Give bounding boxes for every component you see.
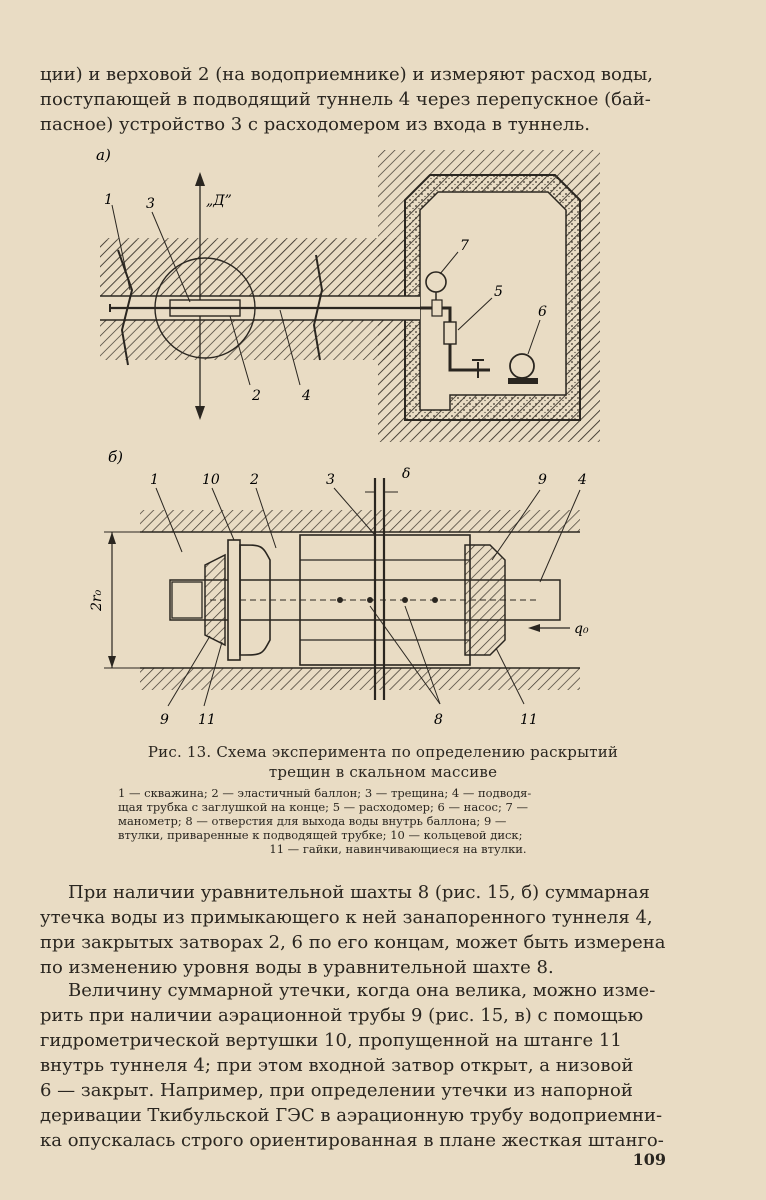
hole — [367, 597, 373, 603]
delta-label: δ — [402, 466, 410, 482]
text-line: Величину суммарной утечки, когда она вел… — [68, 980, 656, 1001]
hole — [432, 597, 438, 603]
legend-line: манометр; 8 — отверстия для выхода воды … — [118, 814, 507, 828]
text-line: по изменению уровня воды в уравнительной… — [40, 957, 554, 978]
flow-label: q₀ — [574, 621, 589, 637]
label-b-11-bottom: 11 — [198, 712, 216, 728]
text-line: ции) и верховой 2 (на водоприемнике) и и… — [40, 64, 654, 85]
nut-left — [204, 553, 226, 647]
label-b-2: 2 — [249, 472, 259, 488]
paragraph-2: Величину суммарной утечки, когда она вел… — [40, 978, 730, 1153]
rock-top-band — [140, 510, 580, 532]
label-b-10: 10 — [202, 472, 220, 488]
legend-line: втулки, приваренные к подводящей трубке;… — [118, 828, 523, 842]
top-paragraph: ции) и верховой 2 (на водоприемнике) и и… — [40, 62, 730, 137]
text-line: внутрь туннеля 4; при этом входной затво… — [40, 1055, 634, 1076]
figure-a: а) „Д” — [96, 146, 600, 442]
text-line: ка опускалась строго ориентированная в п… — [40, 1130, 664, 1151]
paragraph-1: При наличии уравнительной шахты 8 (рис. … — [40, 880, 730, 980]
label-a-3: 3 — [146, 196, 155, 212]
text-line: поступающей в подводящий туннель 4 через… — [40, 89, 651, 110]
label-b-4: 4 — [577, 472, 587, 488]
caption-line: трещин в скальном массиве — [268, 763, 498, 781]
page-number: 109 — [632, 1150, 666, 1169]
figure-13-diagram: а) „Д” — [89, 146, 600, 728]
label-b-9: 9 — [538, 472, 547, 488]
figure-legend: 1 — скважина; 2 — эластичный баллон; 3 —… — [118, 786, 678, 856]
figure-b: б) 2r₀ — [89, 448, 589, 728]
hole — [402, 597, 408, 603]
label-b-1: 1 — [150, 472, 159, 488]
legend-line: 1 — скважина; 2 — эластичный баллон; 3 —… — [118, 786, 532, 800]
label-b-11-right: 11 — [520, 712, 538, 728]
label-b-9-bottom: 9 — [160, 712, 169, 728]
crack-1 — [117, 249, 134, 366]
text-line: рить при наличии аэрационной трубы 9 (ри… — [40, 1005, 644, 1026]
direction-label: „Д” — [206, 193, 232, 209]
rock-bottom-band — [140, 668, 580, 690]
legend-line: щая трубка с заглушкой на конце; 5 — рас… — [118, 800, 528, 814]
text-line: при закрытых затворах 2, 6 по его концам… — [40, 932, 666, 953]
radius-label: 2r₀ — [89, 589, 105, 612]
label-a-7: 7 — [460, 238, 469, 254]
chamber-interior — [419, 191, 567, 411]
figure-caption-title: Рис. 13. Схема эксперимента по определен… — [0, 742, 766, 782]
label-a-1: 1 — [104, 192, 113, 208]
pump-icon — [509, 353, 535, 379]
text-line: пасное) устройство 3 с расходомером из в… — [40, 114, 590, 135]
text-line: При наличии уравнительной шахты 8 (рис. … — [68, 882, 650, 903]
label-a-6: 6 — [538, 304, 547, 320]
text-line: утечка воды из примыкающего к ней занапо… — [40, 907, 653, 928]
flowmeter-icon — [443, 321, 457, 345]
panel-label-a: а) — [96, 146, 111, 164]
text-line: деривации Ткибульской ГЭС в аэрационную … — [40, 1105, 663, 1126]
label-a-5: 5 — [494, 284, 503, 300]
caption-line: Рис. 13. Схема эксперимента по определен… — [147, 743, 619, 761]
label-b-3: 3 — [326, 472, 335, 488]
ring-disc — [227, 539, 241, 661]
legend-line: 11 — гайки, навинчивающиеся на втулки. — [269, 842, 527, 856]
label-a-2: 2 — [251, 388, 261, 404]
label-b-8: 8 — [434, 712, 443, 728]
text-line: 6 — закрыт. Например, при определении ут… — [40, 1080, 633, 1101]
hole — [337, 597, 343, 603]
rock-lower — [100, 320, 390, 360]
sleeve-right — [464, 544, 506, 656]
rock-upper — [100, 238, 405, 296]
text-line: гидрометрической вертушки 10, пропущенно… — [40, 1030, 622, 1051]
manometer-icon — [425, 271, 447, 293]
panel-label-b: б) — [108, 448, 123, 466]
label-a-4: 4 — [301, 388, 311, 404]
